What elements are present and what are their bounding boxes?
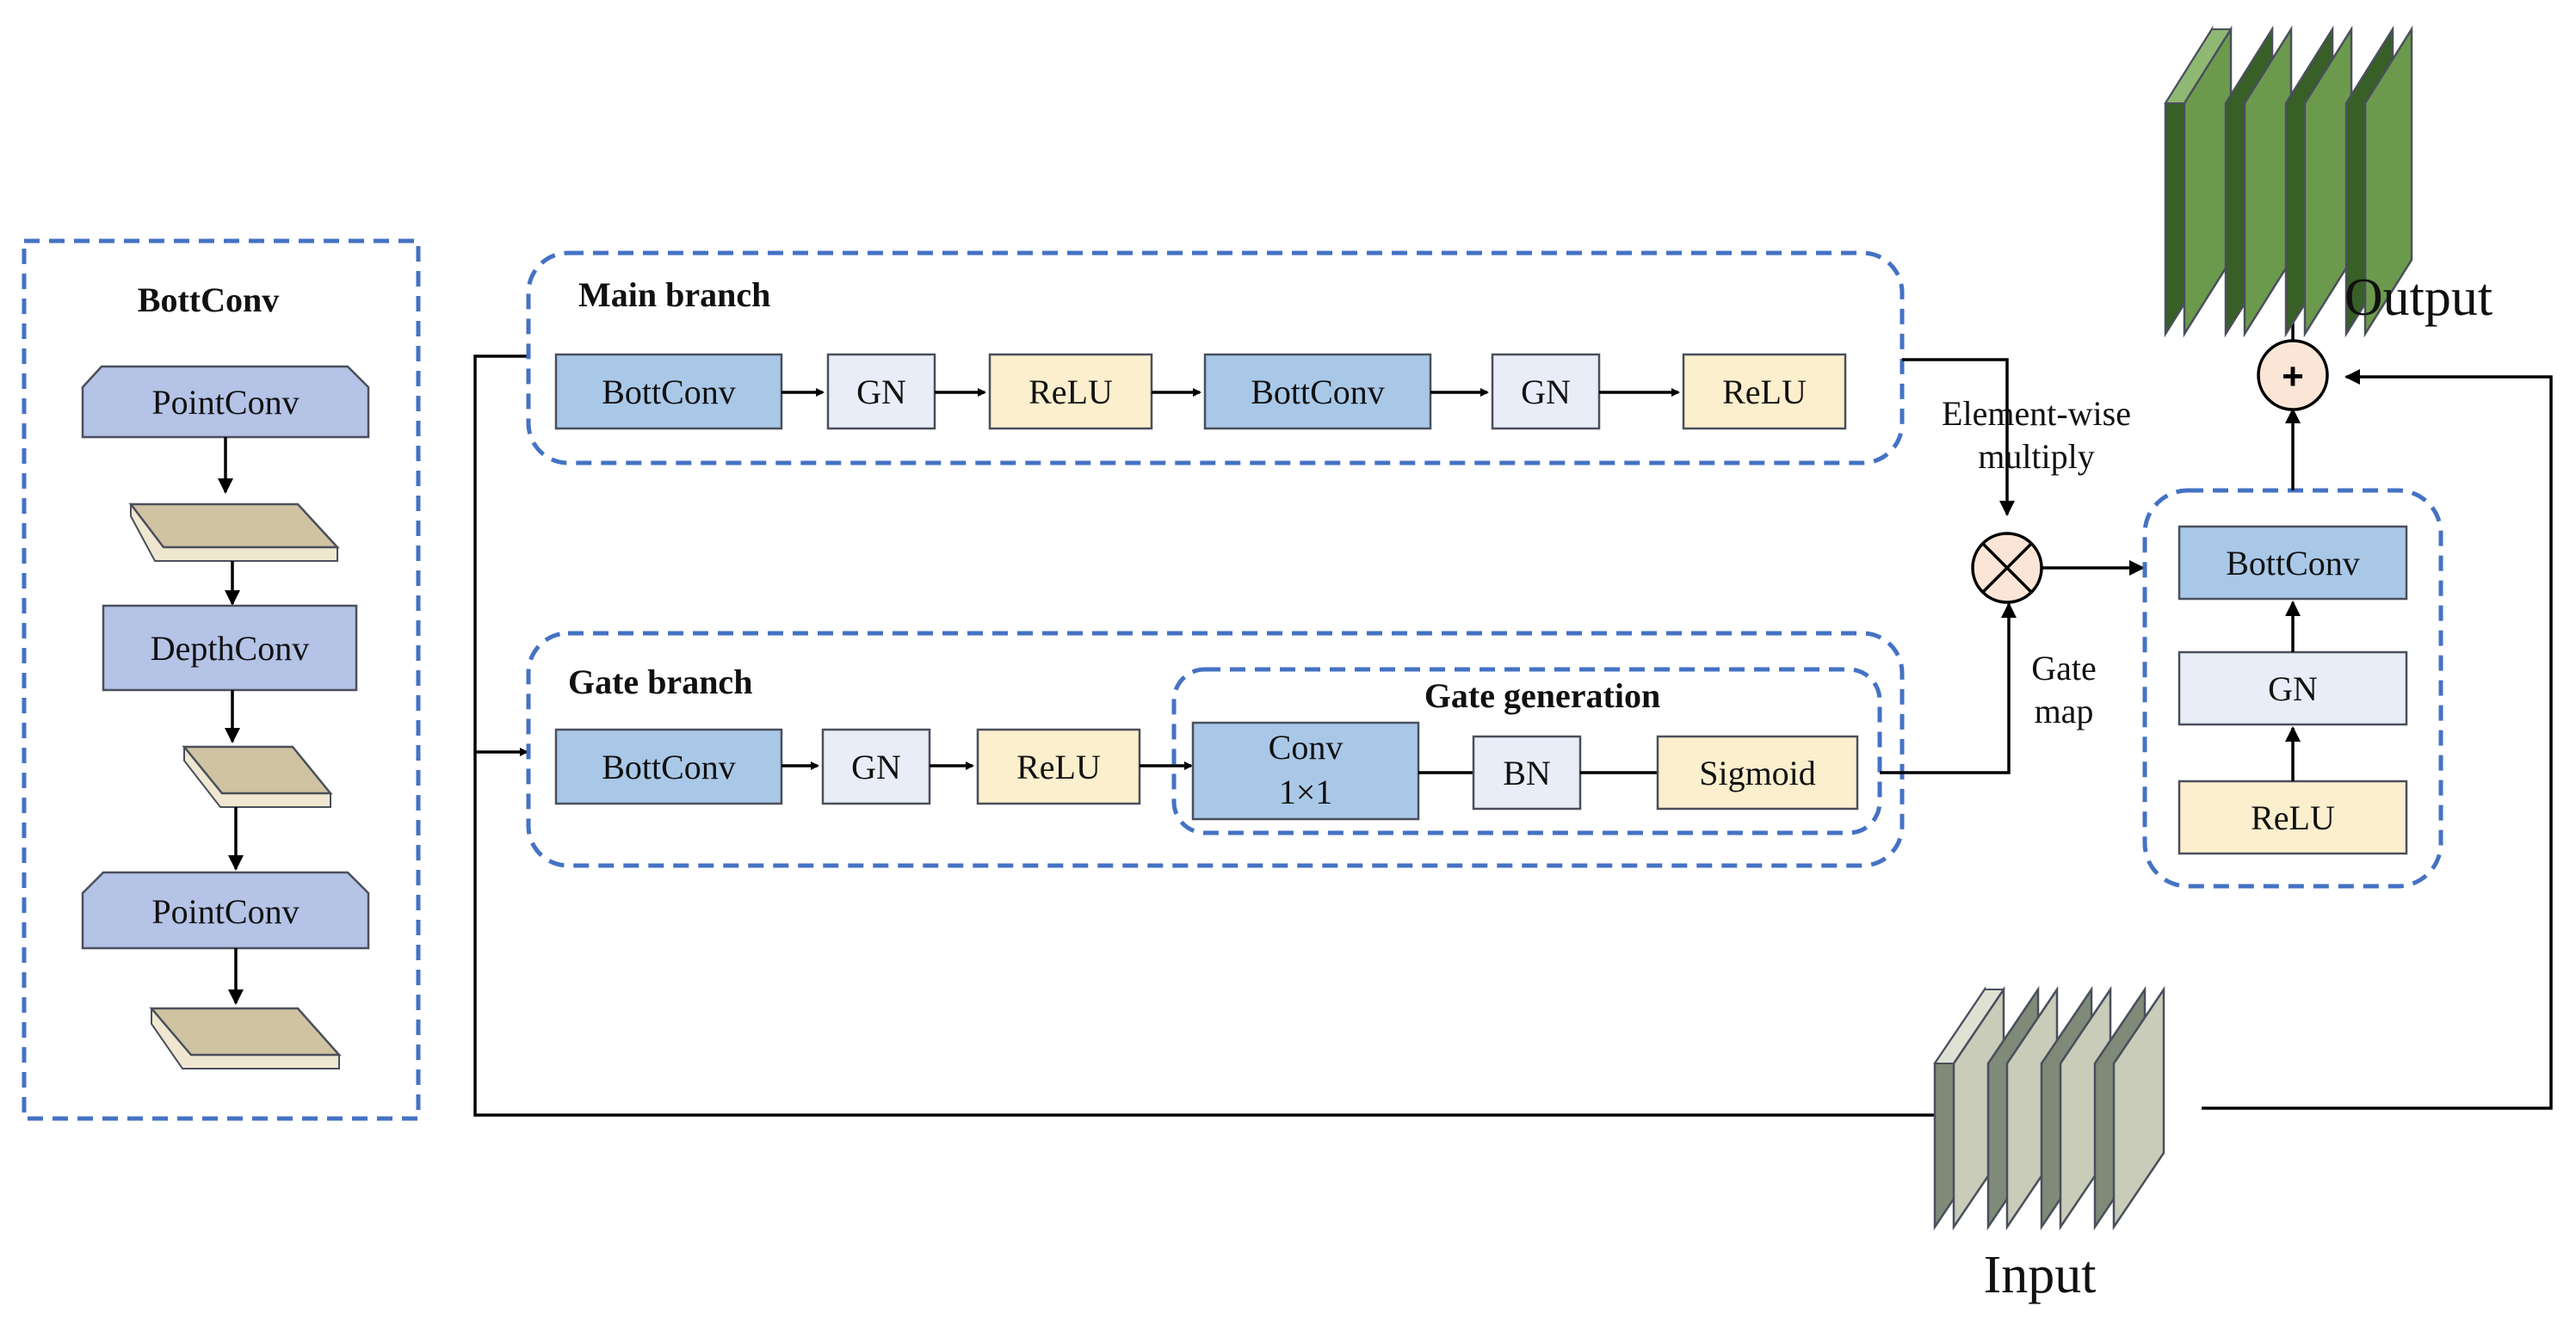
gate-gn: [821, 728, 931, 805]
gate-map-label-line1: Gate: [2031, 649, 2097, 687]
pointconv-bottom-block: [81, 871, 370, 950]
post-relu: [2178, 780, 2408, 855]
pointconv-top-block: [81, 365, 370, 439]
gate-generation-title: Gate generation: [1424, 676, 1660, 715]
main-relu-1-label: ReLU: [1029, 373, 1113, 411]
gate-branch-title: Gate branch: [568, 663, 752, 701]
post-bottconv: [2178, 525, 2408, 601]
main-to-multiply-arrow: [1902, 358, 2015, 516]
gate-branch: Gate branch BottConv GN ReLU Gate genera…: [526, 631, 1905, 868]
main-bottconv-1: [554, 353, 783, 430]
input-label: Input: [1984, 1246, 2097, 1304]
bottconv-panel-frame: [22, 238, 421, 1121]
gate-conv1x1: [1191, 721, 1420, 821]
output-label: Output: [2344, 268, 2493, 327]
post-gn-label: GN: [2268, 669, 2318, 708]
main-relu-2-label: ReLU: [1722, 373, 1807, 411]
feature-sheet-2: [182, 745, 333, 808]
gate-to-multiply-arrow: [1880, 602, 2017, 774]
bottconv-panel: BottConv PointConv DepthConv PointConv: [22, 238, 421, 1121]
depthconv-label: DepthConv: [151, 629, 309, 668]
gate-relu: [976, 728, 1141, 805]
input-feature-stack: [1933, 985, 2165, 1231]
main-branch-title: Main branch: [578, 275, 770, 314]
main-bottconv-1-label: BottConv: [602, 373, 736, 411]
main-bottconv-2-label: BottConv: [1251, 373, 1385, 411]
post-relu-label: ReLU: [2251, 798, 2335, 837]
depthconv-block: [102, 604, 358, 692]
gate-map-label-line2: map: [2035, 692, 2094, 730]
post-gn: [2178, 650, 2408, 726]
post-block: BottConv GN ReLU: [2142, 488, 2443, 889]
gate-conv-label-line1: Conv: [1269, 728, 1344, 767]
main-relu-2: [1682, 353, 1847, 430]
gate-sigmoid: [1656, 735, 1859, 811]
feature-sheet-1: [128, 502, 340, 562]
gate-conv-label-line2: 1×1: [1279, 773, 1333, 811]
gate-branch-frame: [526, 631, 1905, 868]
gate-bottconv-label: BottConv: [602, 748, 736, 786]
gate-relu-label: ReLU: [1016, 748, 1101, 786]
main-gn-1: [826, 353, 936, 430]
post-bottconv-label: BottConv: [2226, 544, 2360, 582]
main-branch: Main branch BottConv GN ReLU BottConv GN…: [526, 250, 1905, 465]
main-gn-2: [1491, 353, 1601, 430]
multiply-label-line1: Element-wise: [1942, 394, 2131, 433]
gate-generation: Gate generation Conv 1×1 BN Sigmoid: [1171, 667, 1882, 835]
gate-bn-label: BN: [1503, 754, 1551, 792]
main-relu-1: [988, 353, 1153, 430]
gate-generation-frame: [1171, 667, 1882, 835]
multiply-operator: [1971, 532, 2043, 604]
feature-sheet-3: [149, 1007, 342, 1069]
main-bottconv-2: [1203, 353, 1432, 430]
add-operator-symbol: +: [2282, 355, 2304, 398]
main-branch-frame: [526, 250, 1905, 465]
pointconv-bottom-label: PointConv: [151, 892, 299, 931]
gate-sigmoid-label: Sigmoid: [1699, 754, 1816, 792]
main-gn-2-label: GN: [1521, 373, 1571, 411]
add-operator: +: [2257, 339, 2329, 411]
gate-bottconv: [554, 728, 783, 805]
bottconv-panel-title: BottConv: [138, 280, 279, 319]
input-to-main-branch-line: [473, 354, 1935, 1117]
main-gn-1-label: GN: [856, 373, 906, 411]
connection-lines: [473, 354, 2553, 1117]
gate-gn-label: GN: [851, 748, 901, 786]
multiply-label-line2: multiply: [1978, 437, 2095, 476]
output-feature-stack: [2164, 25, 2413, 338]
residual-line: [2202, 369, 2553, 1110]
pointconv-top-label: PointConv: [151, 383, 299, 422]
